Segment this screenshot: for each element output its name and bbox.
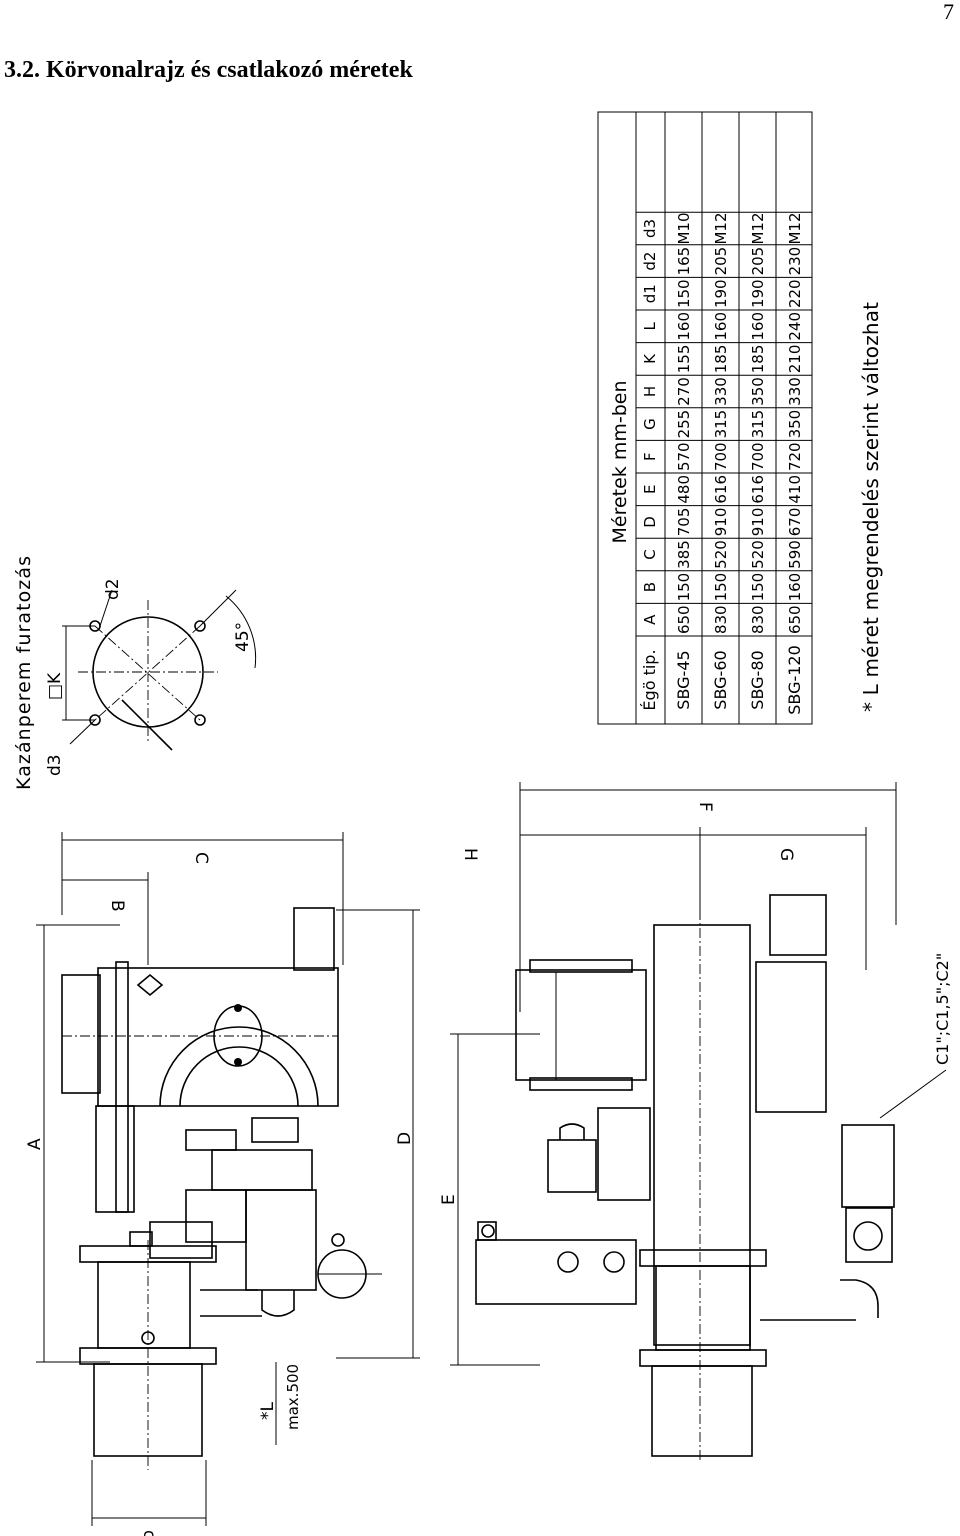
table-header-cell: D (641, 516, 659, 528)
table-cell: 330 (786, 377, 804, 406)
table-cell: 830 (712, 605, 730, 634)
table-cell: 385 (675, 540, 693, 569)
table-cell: 240 (786, 312, 804, 341)
table-cell: 315 (712, 410, 730, 439)
table-cell: 150 (712, 573, 730, 602)
svg-text:□K: □K (45, 672, 65, 700)
table-cell: 830 (749, 605, 767, 634)
svg-text:45°: 45° (233, 622, 253, 652)
svg-text:C: C (191, 852, 211, 864)
flange-title: Kazánperem furatozás (13, 556, 35, 790)
svg-text:H: H (460, 848, 480, 861)
table-cell: 910 (712, 508, 730, 537)
table-cell: 650 (675, 605, 693, 634)
table-cell: 350 (749, 377, 767, 406)
svg-text:A: A (25, 1138, 45, 1150)
table-cell: 230 (786, 247, 804, 276)
table-cell: SBG-60 (711, 650, 730, 709)
table-header-cell: d3 (641, 219, 659, 238)
svg-text:B: B (107, 900, 127, 912)
table-cell: M10 (675, 212, 693, 244)
table-cell: 205 (749, 247, 767, 276)
page-number: 7 (943, 0, 954, 24)
svg-text:d2: d2 (103, 578, 123, 600)
table-cell: 160 (675, 312, 693, 341)
table-cell: 650 (786, 605, 804, 634)
table-cell: M12 (749, 212, 767, 244)
table-cell: 616 (749, 475, 767, 504)
table-cell: 720 (786, 442, 804, 471)
table-cell: 150 (749, 573, 767, 602)
table-cell: 190 (712, 279, 730, 308)
table-header-cell: d1 (641, 284, 659, 303)
table-header-cell: K (641, 353, 659, 364)
table-cell: 616 (712, 475, 730, 504)
flange-detail: Kazánperem furatozás □K d3 d2 45° (13, 556, 257, 790)
burner-top-view: F H G E C1";C1,5";C2" (439, 782, 952, 1460)
table-header-cell: H (641, 386, 659, 397)
table-cell: 185 (749, 345, 767, 374)
table-cell: M12 (786, 212, 804, 244)
table-cell: 520 (712, 540, 730, 569)
table-cell: 910 (749, 508, 767, 537)
table-cell: 185 (712, 345, 730, 374)
table-cell: SBG-80 (748, 650, 767, 709)
table-header-cell: G (641, 418, 659, 430)
table-cell: 410 (786, 475, 804, 504)
table-note: * L méret megrendelés szerint változhat (859, 302, 883, 712)
svg-text:E: E (439, 1194, 459, 1205)
table-cell: 190 (749, 279, 767, 308)
table-cell: 315 (749, 410, 767, 439)
svg-text:G: G (776, 848, 796, 861)
svg-text:*L: *L (258, 1402, 278, 1421)
table-cell: 150 (675, 279, 693, 308)
table-cell: 160 (749, 312, 767, 341)
page-heading: 3.2. Körvonalrajz és csatlakozó méretek (4, 57, 413, 83)
table-header-cell: B (641, 582, 659, 592)
table-cell: 570 (675, 442, 693, 471)
table-cell: 705 (675, 508, 693, 537)
table-cell: 330 (712, 377, 730, 406)
svg-text:* L méret megrendelés szerint: * L méret megrendelés szerint változhat (859, 302, 883, 712)
table-title: Méretek mm-ben (609, 380, 631, 543)
svg-text:D: D (395, 1132, 415, 1145)
table-header-cell: E (641, 485, 659, 494)
table-cell: 205 (712, 247, 730, 276)
svg-text:d3: d3 (45, 754, 65, 776)
table-header-cell: Égö tip. (640, 649, 659, 710)
table-cell: 350 (786, 410, 804, 439)
table-cell: 160 (786, 573, 804, 602)
svg-text:F: F (695, 802, 715, 812)
table-cell: 220 (786, 279, 804, 308)
dimensions-table: Méretek mm-ben Égö tip. A B C D E F G H K Ld1 d2 d3S… (597, 111, 813, 725)
table-cell: 670 (786, 508, 804, 537)
table-header-cell: F (641, 452, 659, 461)
table-cell: 270 (675, 377, 693, 406)
table-cell: 480 (675, 475, 693, 504)
table-cell: 255 (675, 410, 693, 439)
table-cell: 150 (675, 573, 693, 602)
table-cell: SBG-120 (785, 645, 804, 715)
table-header-cell: A (641, 614, 659, 625)
table-cell: SBG-45 (674, 650, 693, 709)
table-cell: 590 (786, 540, 804, 569)
table-cell: 700 (749, 442, 767, 471)
svg-text:max.500: max.500 (284, 1364, 302, 1430)
table-header-cell: L (641, 321, 659, 330)
table-header-cell: C (641, 549, 659, 559)
table-cell: 165 (675, 247, 693, 276)
table-cell: 155 (675, 345, 693, 374)
table-cell: 520 (749, 540, 767, 569)
table-cell: 160 (712, 312, 730, 341)
svg-text:C1";C1,5";C2": C1";C1,5";C2" (933, 953, 952, 1065)
burner-side-view: A B C D d1 *L max.500 (25, 832, 420, 1536)
table-header-cell: d2 (641, 252, 659, 271)
svg-text:d1: d1 (139, 1530, 159, 1536)
table-cell: 210 (786, 345, 804, 374)
table-cell: 700 (712, 442, 730, 471)
table-cell: M12 (712, 212, 730, 244)
